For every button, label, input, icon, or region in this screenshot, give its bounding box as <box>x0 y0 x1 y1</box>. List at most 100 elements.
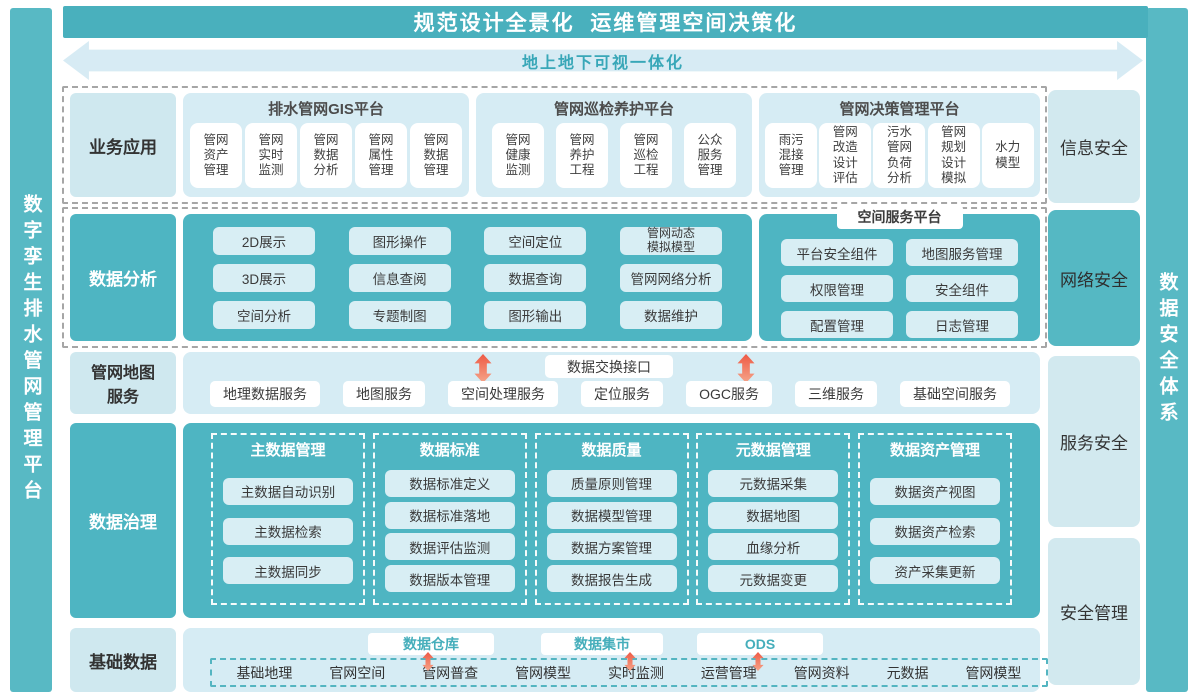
pill-permission-mgmt: 权限管理 <box>781 275 893 302</box>
group-inspection-cards: 管网 健康 监测 管网 养护 工程 管网 巡检 工程 公众 服务 管理 <box>476 120 752 197</box>
section-data-standard: 数据标准 数据标准定义 数据标准落地 数据评估监测 数据版本管理 <box>372 433 527 605</box>
card-pipe-asset-mgmt: 管网 资产 管理 <box>190 123 242 188</box>
card-pipe-data-analysis: 管网 数据 分析 <box>300 123 352 188</box>
card-pipe-attr-mgmt: 管网 属性 管理 <box>355 123 407 188</box>
pill-spatial-analysis: 空间分析 <box>213 301 315 329</box>
section-data-asset: 数据资产管理 数据资产视图 数据资产检索 资产采集更新 <box>858 433 1012 605</box>
data-flow-arrow-icon <box>752 652 764 671</box>
pill-quality-principle-mgmt: 质量原则管理 <box>546 469 677 497</box>
top-banner: 规范设计全景化 运维管理空间决策化 <box>63 6 1148 38</box>
pill-graphic-output: 图形输出 <box>484 301 587 329</box>
pill-asset-search: 数据资产检索 <box>870 517 1000 545</box>
item-pipe-census: 管网普查 <box>422 664 479 681</box>
pill-master-search: 主数据检索 <box>223 517 353 545</box>
data-flow-arrow-icon <box>624 652 636 671</box>
map-service-box: 数据交换接口 地理数据服务 地图服务 空间处理服务 定位服务 OGC服务 三维服… <box>183 352 1040 414</box>
section-data-quality-title: 数据质量 <box>581 442 642 459</box>
pill-network-analysis: 管网网络分析 <box>619 264 722 292</box>
pill-metadata-collection: 元数据采集 <box>708 469 839 497</box>
section-data-standard-pills: 数据标准定义 数据标准落地 数据评估监测 数据版本管理 <box>375 465 525 597</box>
section-master-data-title: 主数据管理 <box>250 442 326 459</box>
section-data-asset-pills: 数据资产视图 数据资产检索 资产采集更新 <box>860 465 1010 597</box>
group-decision-title: 管网决策管理平台 <box>839 101 960 118</box>
card-inspection-project: 管网 巡检 工程 <box>620 123 672 188</box>
pill-3d-service: 三维服务 <box>794 381 877 407</box>
spatial-service-pill-grid: 平台安全组件 地图服务管理 权限管理 安全组件 配置管理 日志管理 <box>759 214 1040 350</box>
pill-ogc-service: OGC服务 <box>686 381 772 407</box>
pill-graphic-operation: 图形操作 <box>348 227 451 255</box>
right-security-bar: 数据安全体系 <box>1146 8 1188 692</box>
pill-map-service: 地图服务 <box>343 381 426 407</box>
pill-data-model-mgmt: 数据模型管理 <box>546 501 677 529</box>
section-metadata-title: 元数据管理 <box>735 442 811 459</box>
group-inspection-platform: 管网巡检养护平台 管网 健康 监测 管网 养护 工程 管网 巡检 工程 公众 服… <box>476 93 752 197</box>
card-planning-simulation: 管网 规划 设计 模拟 <box>927 123 980 188</box>
store-ods: ODS <box>697 633 823 655</box>
base-data-row-label: 基础数据 <box>70 628 176 692</box>
pill-2d-display: 2D展示 <box>213 227 315 255</box>
pill-geo-data-service: 地理数据服务 <box>210 381 320 407</box>
pill-version-mgmt: 数据版本管理 <box>384 565 515 593</box>
business-row-label: 业务应用 <box>70 93 176 197</box>
card-maintenance-project: 管网 养护 工程 <box>556 123 608 188</box>
pill-spatial-processing-service: 空间处理服务 <box>448 381 559 407</box>
card-hydraulic-model: 水力 模型 <box>981 123 1034 188</box>
pill-info-review: 信息查阅 <box>348 264 451 292</box>
item-realtime-monitoring: 实时监测 <box>607 664 664 681</box>
analysis-pill-grid: 2D展示 图形操作 空间定位 管网动态 模拟模型 3D展示 信息查阅 数据查询 … <box>183 214 752 341</box>
analysis-row-label: 数据分析 <box>70 214 176 341</box>
pill-data-query: 数据查询 <box>484 264 587 292</box>
pill-security-component: 安全组件 <box>906 275 1018 302</box>
pill-data-plan-mgmt: 数据方案管理 <box>546 533 677 561</box>
section-metadata-pills: 元数据采集 数据地图 血缘分析 元数据变更 <box>698 465 848 597</box>
section-data-quality: 数据质量 质量原则管理 数据模型管理 数据方案管理 数据报告生成 <box>534 433 689 605</box>
group-gis-cards: 管网 资产 管理 管网 实时 监测 管网 数据 分析 管网 属性 管理 管网 数… <box>183 120 469 197</box>
pill-location-service: 定位服务 <box>581 381 664 407</box>
security-network: 网络安全 <box>1048 210 1140 346</box>
store-data-mart: 数据集市 <box>541 633 663 655</box>
card-public-service: 公众 服务 管理 <box>684 123 736 188</box>
item-metadata: 元数据 <box>886 664 929 681</box>
pill-master-sync: 主数据同步 <box>223 557 353 585</box>
card-health-monitor: 管网 健康 监测 <box>492 123 544 188</box>
pill-lineage-analysis: 血缘分析 <box>708 533 839 561</box>
store-data-warehouse: 数据仓库 <box>368 633 494 655</box>
item-pipe-documents: 管网资料 <box>793 664 850 681</box>
data-exchange-arrow-icon <box>737 354 755 383</box>
section-data-asset-title: 数据资产管理 <box>889 442 980 459</box>
spatial-service-platform-box: 空间服务平台 平台安全组件 地图服务管理 权限管理 安全组件 配置管理 日志管理 <box>759 205 1040 341</box>
business-row-frame <box>62 86 1047 204</box>
group-inspection-title: 管网巡检养护平台 <box>553 101 674 118</box>
pill-metadata-change: 元数据变更 <box>708 565 839 593</box>
item-pipe-model-2: 管网模型 <box>965 664 1022 681</box>
data-flow-arrow-icon <box>422 652 434 671</box>
pill-asset-collection-update: 资产采集更新 <box>870 557 1000 585</box>
pill-data-map: 数据地图 <box>708 501 839 529</box>
left-platform-title: 数字孪生排水管网管理平台 <box>20 194 42 506</box>
map-service-row-label: 管网地图 服务 <box>70 352 176 414</box>
pill-standard-definition: 数据标准定义 <box>384 469 515 497</box>
governance-row-label: 数据治理 <box>70 423 176 618</box>
pill-master-auto-identify: 主数据自动识别 <box>223 477 353 505</box>
pill-spatial-location: 空间定位 <box>484 227 587 255</box>
card-pipe-realtime-monitor: 管网 实时 监测 <box>245 123 297 188</box>
group-decision-cards: 雨污 混接 管理 管网 改造 设计 评估 污水 管网 负荷 分析 管网 规划 设… <box>759 120 1040 197</box>
section-metadata: 元数据管理 元数据采集 数据地图 血缘分析 元数据变更 <box>696 433 851 605</box>
pill-data-maintenance: 数据维护 <box>619 301 722 329</box>
pill-standard-implementation: 数据标准落地 <box>384 501 515 529</box>
spatial-service-platform-title: 空间服务平台 <box>836 205 963 229</box>
item-pipe-space: 官网空间 <box>329 664 386 681</box>
integration-arrow-banner: 地上地下可视一体化 <box>63 41 1143 80</box>
section-master-data: 主数据管理 主数据自动识别 主数据检索 主数据同步 <box>211 433 365 605</box>
pill-log-mgmt: 日志管理 <box>906 311 1018 338</box>
pill-platform-security-component: 平台安全组件 <box>781 239 893 266</box>
left-platform-bar: 数字孪生排水管网管理平台 <box>10 8 52 692</box>
integration-arrow-label: 地上地下可视一体化 <box>521 54 684 72</box>
section-data-quality-pills: 质量原则管理 数据模型管理 数据方案管理 数据报告生成 <box>537 465 687 597</box>
pill-report-generation: 数据报告生成 <box>546 565 677 593</box>
section-master-data-pills: 主数据自动识别 主数据检索 主数据同步 <box>213 465 363 597</box>
group-gis-title: 排水管网GIS平台 <box>268 101 384 118</box>
item-base-geography: 基础地理 <box>236 664 293 681</box>
card-sewage-load-analysis: 污水 管网 负荷 分析 <box>873 123 926 188</box>
